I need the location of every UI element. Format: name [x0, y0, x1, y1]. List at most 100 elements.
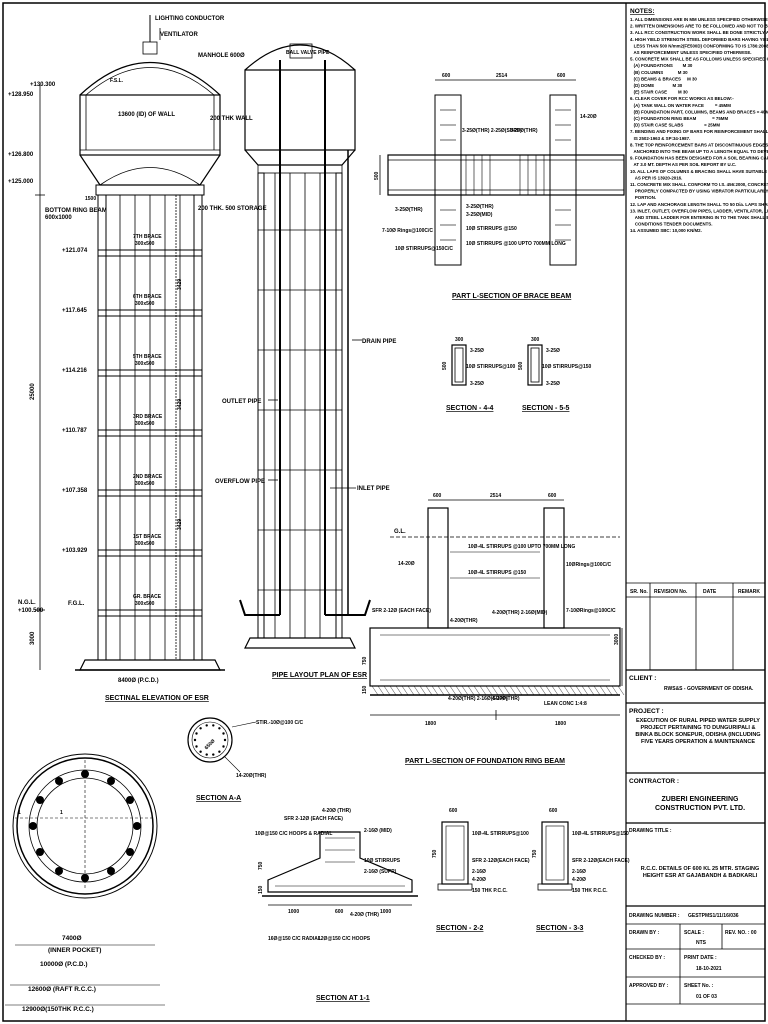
brace-beam-labels: 600 2514 600 500 3-25Ø(THR) 2-25Ø(SUPP) … [374, 73, 597, 300]
title-block-labels: SR. No. REVISION No. DATE REMARK CLIENT … [629, 589, 761, 1000]
drawn-by-label: DRAWN BY : [629, 930, 660, 936]
brace-1-size: 300x500 [135, 541, 155, 547]
s33-title: SECTION - 3-3 [536, 925, 584, 932]
note-line: (A) TANK WALL ON WATER FACE = 45MM [630, 103, 731, 108]
approved-label: APPROVED BY : [629, 983, 669, 989]
s33-pcc: 150 THK P.C.C. [572, 888, 608, 894]
s11-dim-2: 1000 [380, 909, 391, 915]
note-line: 2. WRITTEN DIMENSIONS ARE TO BE FOLLOWED… [630, 24, 768, 29]
brace-dim-mid: 2514 [496, 73, 507, 79]
section-4-4 [451, 344, 467, 386]
hatch-line [545, 685, 553, 696]
hatch-line [599, 685, 607, 696]
hatch-line [461, 685, 469, 696]
section-aa [187, 717, 257, 773]
manhole-label: MANHOLE 600Ø [198, 53, 245, 59]
hatch-line [407, 685, 415, 696]
note-line: 6. CLEAR COVER FOR RCC WORKS AS BELOW:- [630, 96, 734, 101]
fnd-dim-side: 3000 [614, 634, 620, 645]
s22-title: SECTION - 2-2 [436, 925, 484, 932]
fnd-dim-h1: 750 [362, 656, 368, 665]
s22-w: 600 [449, 808, 458, 814]
fnd-bars-thr: 4-20Ø(THR) [450, 618, 478, 624]
s11-sfr: SFR 2-12Ø (EACH FACE) [284, 816, 343, 822]
raft-column [36, 796, 44, 804]
hatch-line [611, 685, 619, 696]
rev-h-2: DATE [703, 589, 717, 595]
sec44-h: 500 [442, 361, 448, 370]
sec55-w: 300 [531, 337, 540, 343]
s22-stirrups: 10Ø-4L STIRRUPS@100 [472, 831, 529, 837]
client-value: RWS&S - GOVERNMENT OF ODISHA. [664, 686, 754, 692]
sec55-title: SECTION - 5-5 [522, 405, 570, 412]
level-9: +103.929 [62, 548, 88, 554]
hatch-line [455, 685, 463, 696]
raft-column [133, 822, 141, 830]
fnd-dim-right: 600 [548, 493, 557, 499]
note-line: 10. ALL LAPS OF COLUMNS & BRACING SHALL … [630, 169, 768, 174]
contractor-label: CONTRACTOR : [629, 778, 679, 785]
raft-mark-right: 1 [60, 810, 63, 816]
aa-bar [205, 753, 208, 756]
hatch-line [449, 685, 457, 696]
brace-dim-right: 600 [557, 73, 566, 79]
project-value-wrap: EXECUTION OF RURAL PIPED WATER SUPPLY PR… [635, 718, 760, 745]
hatch-line [605, 685, 613, 696]
hatch-line [527, 685, 535, 696]
brace-bars-mid: 3-25Ø(MID) [466, 212, 493, 218]
level-2: +126.800 [8, 152, 34, 158]
hatch-line [587, 685, 595, 696]
brace-5-size: 300x500 [135, 361, 155, 367]
drain-pipe-label: DRAIN PIPE [362, 339, 396, 345]
note-line: 1. ALL DIMENSIONS ARE IN MM UNLESS SPECI… [630, 17, 768, 22]
fnd-dim-left: 600 [433, 493, 442, 499]
fsl-label: F.S.L. [110, 78, 124, 84]
brace-beam-section [379, 79, 625, 266]
brace-spacing-1: 3429 [177, 279, 183, 290]
raft-pcc: 12900Ø(150THK P.C.C.) [22, 1006, 94, 1013]
level-8: +107.358 [62, 488, 88, 494]
hatch-line [521, 685, 529, 696]
s33-bars2: 4-20Ø [572, 877, 586, 883]
brace-1-name: 1ST BRACE [133, 534, 162, 540]
s33-sfr: SFR 2-12Ø(EACH FACE) [572, 858, 630, 864]
fnd-bot-b: 4-20Ø(THR) [492, 696, 520, 702]
s11-dim-0: 1000 [288, 909, 299, 915]
hatch-line [395, 685, 403, 696]
raft-columns [29, 770, 141, 882]
s11-title: SECTION AT 1-1 [316, 995, 370, 1002]
section-aa-labels: 650Ø STIR.-10Ø@100 C/C 14-20Ø(THR) SECTI… [196, 720, 304, 802]
level-5: +117.645 [62, 308, 88, 314]
drawing-title-label: DRAWING TITLE : [629, 828, 672, 834]
hatch-line [389, 685, 397, 696]
sec55-h: 500 [518, 361, 524, 370]
s22-sfr: SFR 2-12Ø(EACH FACE) [472, 858, 530, 864]
fgl-label: F.G.L. [68, 601, 85, 607]
brace-7-name: 7TH BRACE [133, 234, 162, 240]
raft-column [107, 777, 115, 785]
raft-column [81, 874, 89, 882]
note-line: AT 3.0 MT. DEPTH AS PER SOIL REPORT BY U… [630, 162, 736, 167]
note-line: 3. ALL RCC CONSTRUCTION WORK SHALL BE DO… [630, 30, 768, 35]
aa-bars-label: 14-20Ø(THR) [236, 773, 267, 779]
overflow-pipe-label: OVERFLOW PIPE [215, 479, 265, 485]
section-5-5 [527, 344, 543, 386]
brace-gr-size: 300x500 [135, 601, 155, 607]
note-line: (D) DOME M 30 [630, 83, 683, 88]
ring-beam-hatch [371, 685, 625, 696]
drawing-title-wrap: R.C.C. DETAILS OF 600 KL 25 MTR. STAGING… [641, 866, 760, 879]
s11-hoops2: 12Ø@150 C/C HOOPS [318, 936, 371, 942]
hatch-line [497, 685, 505, 696]
s11-radial: 16Ø@150 C/C RADIAL [268, 936, 321, 942]
raft-labels: 7400Ø (INNER POCKET) 10000Ø (P.C.D.) 126… [18, 810, 101, 1013]
s33-bars1: 2-16Ø [572, 869, 586, 875]
bottom-ring-label: BOTTOM RING BEAM [45, 208, 107, 214]
storage-label: 200 THK. 500 STORAGE [198, 206, 267, 212]
hatch-line [575, 685, 583, 696]
checked-label: CHECKED BY : [629, 955, 665, 961]
hatch-line [443, 685, 451, 696]
fnd-stirrups-a: 10Ø-4L STIRRUPS @100 UPTO 700MM LONG [468, 544, 575, 550]
s11-mid: 2-16Ø (MID) [364, 828, 392, 834]
fnd-gl: G.L. [394, 529, 406, 535]
hatch-line [437, 685, 445, 696]
